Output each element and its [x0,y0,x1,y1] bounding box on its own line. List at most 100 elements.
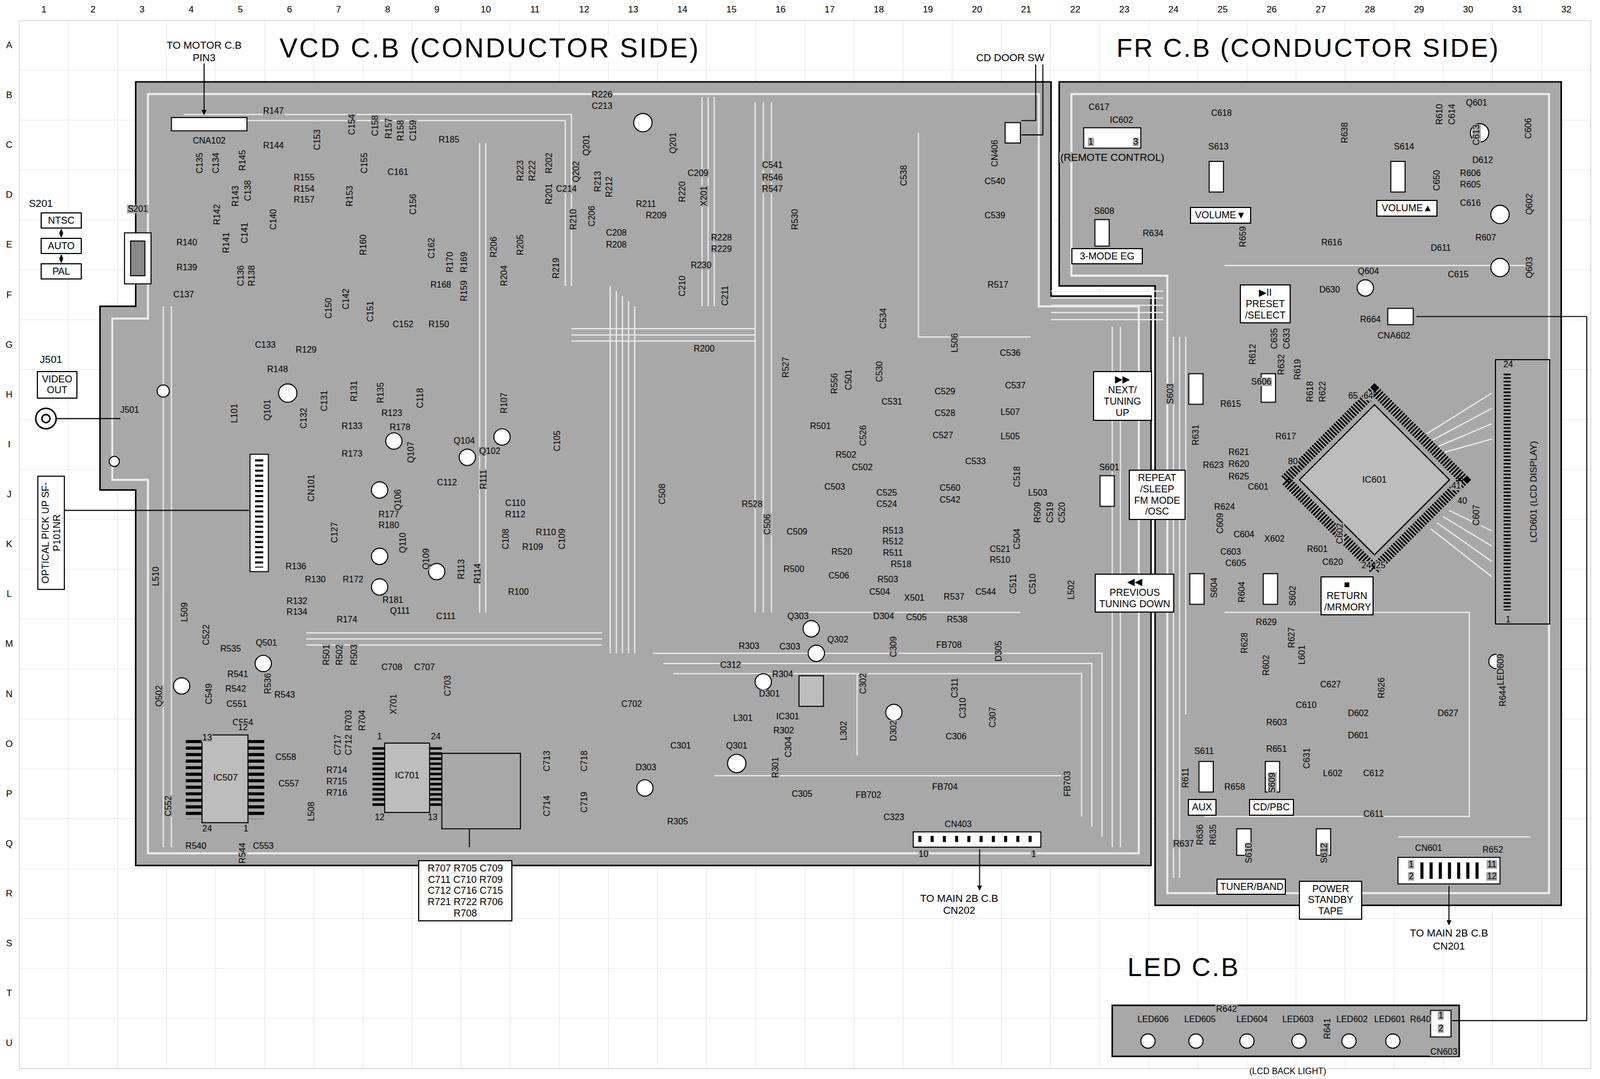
part-label: L508 [307,801,316,822]
part-label: R500 [783,564,805,574]
part-label: C607 [1472,504,1481,526]
pcb-artwork [1299,404,1450,555]
pcb-artwork [1189,573,1205,605]
pcb-artwork [1021,64,1044,135]
part-label: C633 [1282,327,1292,350]
pcb-artwork [171,117,247,131]
part-label: D630 [1318,285,1341,295]
grid-reference: 30 [1462,4,1474,14]
part-label: Q101 [263,399,272,422]
part-label: Q107 [406,440,416,464]
part-label: FB704 [931,782,959,792]
part-label: J501 [119,405,140,415]
part-label: R211 [635,199,657,209]
pcb-artwork [1050,290,1163,320]
part-label: C211 [720,285,730,307]
pcb-artwork [1397,857,1500,884]
part-label: C719 [580,791,589,813]
part-label: Q604 [1357,267,1380,276]
note-label: TO MOTOR C.B [165,39,243,50]
part-label: IC301 [775,712,800,721]
part-label: LED604 [1236,1015,1269,1024]
part-label: C708 [380,662,403,672]
pcb-artwork [385,432,402,450]
part-label: C502 [851,463,874,472]
pcb-artwork [1448,886,1450,926]
part-label: R168 [430,280,452,290]
grid-reference: 16 [775,4,787,14]
node-text: PAL [44,265,78,278]
part-label: Q201 [668,131,678,154]
part-label: C612 [1362,769,1385,778]
part-label: S613 [1207,142,1229,152]
part-label: R556 [830,372,839,395]
part-label: R617 [1275,432,1297,441]
part-label: C108 [501,528,511,550]
part-label: R543 [273,690,296,700]
pcb-artwork [429,746,442,806]
selector-arrow [60,229,62,237]
part-label: 12 [1486,872,1498,881]
part-label: R129 [295,345,317,355]
part-label: L602 [1322,769,1344,778]
grid-reference: 9 [433,4,440,14]
grid-reference: 19 [922,4,934,14]
grid-reference: 25 [1217,4,1229,14]
part-label: C620 [1321,557,1344,567]
part-label: R615 [1219,399,1242,409]
switch-label-box: CD/PBC [1249,798,1294,816]
part-label: 12 [374,812,386,822]
part-label: S601 [1098,463,1120,472]
pcb-artwork [64,509,250,511]
part-label: R635 [1208,823,1218,846]
part-label: C527 [932,431,954,440]
part-label: C635 [1270,327,1279,350]
part-label: L510 [151,566,161,588]
switch-label-box: POWER STANDBY TAPE [1298,880,1363,920]
pcb-artwork [918,835,1038,842]
part-label: R150 [427,320,450,329]
part-label: C616 [1459,198,1482,208]
part-label: C549 [204,683,214,705]
part-label: R185 [438,135,460,145]
grid-reference: 10 [480,4,492,14]
part-label: R530 [790,208,800,231]
grid-reference: 22 [1069,4,1082,14]
part-label: R627 [1287,626,1297,649]
part-label: R230 [690,261,712,270]
board-title: VCD C.B (CONDUCTOR SIDE) [278,34,701,62]
part-label: 24 [430,732,442,741]
part-label: C717 [333,733,343,756]
part-label: C504 [868,587,891,597]
part-label: C302 [859,672,868,695]
part-label: CN406 [990,139,1000,168]
part-label: C618 [1210,108,1233,118]
grid-reference: U [5,1038,13,1048]
part-label: R716 [326,788,348,798]
pcb-artwork [1059,81,1562,906]
part-label: C155 [360,152,369,174]
part-label: R618 [1305,380,1315,403]
pcb-artwork [428,563,445,580]
pcb-artwork [56,418,121,420]
node-text: AUX [1191,801,1213,813]
part-label: R180 [378,521,400,530]
pcb-artwork [1490,258,1510,277]
part-label: 13 [427,812,439,822]
part-label: C301 [669,741,692,751]
pcb-artwork [571,328,756,342]
part-label: R620 [1227,459,1250,469]
part-label: 24 [1503,360,1514,369]
part-label: CN601 [1414,843,1443,853]
part-label: C311 [950,677,960,699]
part-label: 41 [1450,481,1462,491]
switch-label-box: REPEAT /SLEEP FM MODE /OSC [1128,469,1187,520]
connector-footprint [124,117,1508,1037]
grid-reference: F [5,289,13,299]
grid-reference: T [5,988,13,998]
part-label: S201 [127,204,149,214]
board-title: FR C.B (CONDUCTOR SIDE) [1115,35,1501,62]
part-label: 10 [918,849,929,859]
pcb-artwork [885,704,902,721]
part-label: 11 [1486,860,1498,869]
